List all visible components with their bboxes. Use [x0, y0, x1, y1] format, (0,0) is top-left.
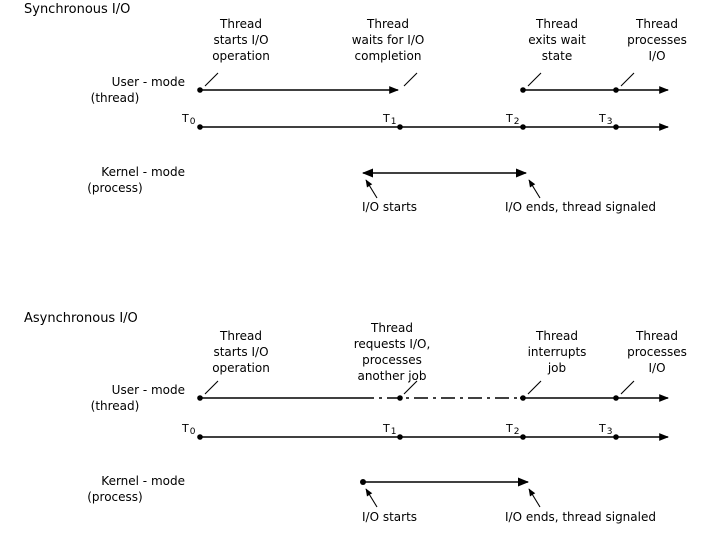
- async-tick-dot-1: [397, 434, 403, 440]
- sync-note-io-ends: I/O ends, thread signaled: [505, 200, 656, 214]
- sync-tick-label-t2: T2: [506, 112, 520, 127]
- sync-callout-thread-starts-io: Thread starts I/O operation: [212, 17, 270, 63]
- async-kernel-mode-label-line2: (process): [87, 490, 143, 504]
- async-user-mode-label: User - mode (thread): [45, 384, 185, 412]
- async-time-axis: [197, 433, 669, 441]
- sync-kernel-mode-label-line2: (process): [87, 181, 143, 195]
- sync-user-dot-t3: [613, 87, 619, 93]
- sync-user-mode-axis: [197, 86, 669, 94]
- async-tick-dot-3: [613, 434, 619, 440]
- sync-kernel-leaders: [365, 179, 541, 199]
- sync-time-axis: [197, 123, 669, 131]
- async-user-mode-axis: [197, 394, 669, 402]
- sync-user-mode-label-line2: (thread): [90, 91, 140, 105]
- async-kernel-mode-axis: [360, 477, 530, 487]
- sync-tick-label-t0: T0: [182, 112, 196, 127]
- async-kernel-mode-label-line1: Kernel - mode: [101, 474, 185, 488]
- async-kernel-leaders: [365, 488, 541, 508]
- async-tick-dot-0: [197, 434, 203, 440]
- async-tick-label-t0: T0: [182, 422, 196, 437]
- sync-tick-dot-0: [197, 124, 203, 130]
- async-tick-dot-2: [520, 434, 526, 440]
- async-callout-thread-processes-io: Thread processes I/O: [627, 329, 687, 375]
- async-callout-thread-starts-io: Thread starts I/O operation: [212, 329, 270, 375]
- sync-tick-label-t1: T1: [383, 112, 397, 127]
- async-note-io-ends: I/O ends, thread signaled: [505, 510, 656, 524]
- section-title-asynchronous: Asynchronous I/O: [24, 311, 138, 326]
- async-callout-thread-requests-io: Thread requests I/O, processes another j…: [353, 321, 431, 383]
- sync-user-dot-t0: [197, 87, 203, 93]
- async-tick-label-t3: T3: [599, 422, 613, 437]
- async-callout-thread-interrupts-job: Thread interrupts job: [527, 329, 587, 375]
- async-note-io-starts: I/O starts: [362, 510, 418, 524]
- async-tick-label-t2: T2: [506, 422, 520, 437]
- async-tick-label-t1: T1: [383, 422, 397, 437]
- async-user-dot-t0: [197, 395, 203, 401]
- sync-leader-lines: [204, 72, 635, 87]
- sync-callout-thread-processes-io: Thread processes I/O: [627, 17, 687, 63]
- section-title-synchronous: Synchronous I/O: [24, 2, 131, 17]
- sync-callout-thread-exits-wait: Thread exits wait state: [528, 17, 586, 63]
- sync-tick-dot-3: [613, 124, 619, 130]
- sync-tick-label-t3: T3: [599, 112, 613, 127]
- async-user-dot-t3: [613, 395, 619, 401]
- async-user-dot-t1: [397, 395, 403, 401]
- sync-note-io-starts: I/O starts: [362, 200, 418, 214]
- sync-kernel-mode-label: Kernel - mode (process): [45, 166, 185, 194]
- sync-user-mode-label: User - mode (thread): [45, 76, 185, 104]
- sync-user-dot-t2: [520, 87, 526, 93]
- sync-tick-dot-1: [397, 124, 403, 130]
- sync-user-mode-label-line1: User - mode: [111, 75, 185, 89]
- async-user-mode-label-line2: (thread): [90, 399, 140, 413]
- sync-kernel-mode-label-line1: Kernel - mode: [101, 165, 185, 179]
- async-kernel-mode-label: Kernel - mode (process): [45, 475, 185, 503]
- async-user-mode-label-line1: User - mode: [111, 383, 185, 397]
- async-user-dot-t2: [520, 395, 526, 401]
- sync-tick-dot-2: [520, 124, 526, 130]
- sync-callout-thread-waits: Thread waits for I/O completion: [351, 17, 425, 63]
- async-kernel-dot-start: [360, 479, 366, 485]
